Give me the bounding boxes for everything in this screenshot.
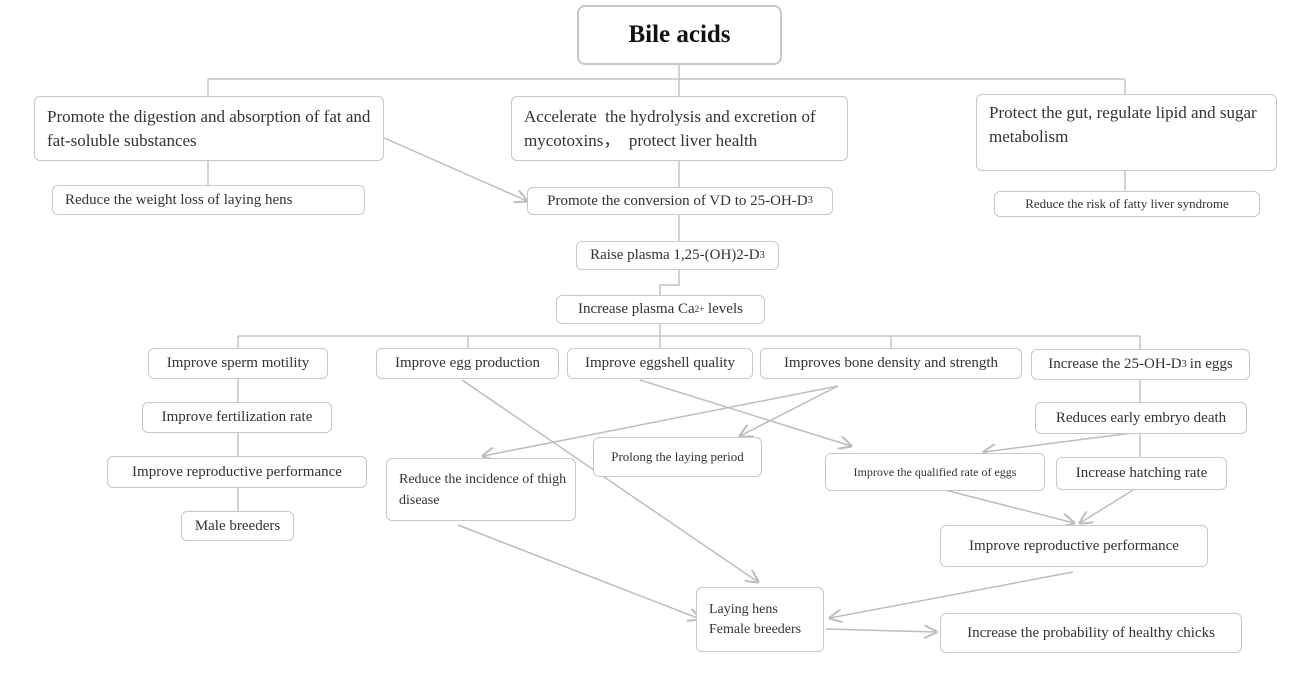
hens-line2: Female breeders bbox=[709, 621, 802, 637]
laying-period-node: Prolong the laying period bbox=[593, 437, 762, 477]
eggshell-quality-node: Improve eggshell quality bbox=[567, 348, 753, 379]
egg-vd-sub: 3 bbox=[1181, 358, 1187, 370]
embryo-death-node: Reduces early embryo death bbox=[1035, 402, 1247, 434]
sperm-motility-node: Improve sperm motility bbox=[148, 348, 328, 379]
benefit-digestion: Promote the digestion and absorption of … bbox=[34, 96, 384, 161]
plasma-vd-sub: 3 bbox=[759, 249, 765, 261]
hens-line1: Laying hens bbox=[709, 601, 778, 617]
root-node: Bile acids bbox=[577, 5, 782, 65]
benefit-gut: Protect the gut, regulate lipid and suga… bbox=[976, 94, 1277, 171]
qualified-eggs-node: Improve the qualified rate of eggs bbox=[825, 453, 1045, 491]
arrow-repro-to-hens bbox=[830, 571, 1074, 618]
plasma-ca-sup: 2+ bbox=[694, 303, 705, 314]
fertilization-node: Improve fertilization rate bbox=[142, 402, 332, 433]
arrow-eggprod-to-hens bbox=[461, 379, 758, 582]
male-breeders-node: Male breeders bbox=[181, 511, 294, 541]
plasma-ca-post: levels bbox=[704, 301, 743, 318]
hatching-rate-node: Increase hatching rate bbox=[1056, 457, 1227, 490]
reproductive-male-node: Improve reproductive performance bbox=[107, 456, 367, 488]
vd-conversion-text: Promote the conversion of VD to 25-OH-D bbox=[547, 192, 808, 209]
weight-loss-node: Reduce the weight loss of laying hens bbox=[52, 185, 365, 215]
arrow-bone-to-laying bbox=[740, 385, 839, 436]
arrow-eggshell-to-qualified bbox=[639, 379, 851, 446]
benefit-mycotoxins: Accelerate the hydrolysis and excretion … bbox=[511, 96, 848, 161]
arrow-embryo-to-qualified bbox=[984, 431, 1141, 452]
reproductive-female-node: Improve reproductive performance bbox=[940, 525, 1208, 567]
fatty-liver-node: Reduce the risk of fatty liver syndrome bbox=[994, 191, 1260, 217]
arrow-hatching-to-repro bbox=[1080, 489, 1134, 523]
egg-vd-post: in eggs bbox=[1189, 356, 1233, 373]
plasma-vd-text: Raise plasma 1,25-(OH)2-D bbox=[590, 247, 760, 264]
egg-production-node: Improve egg production bbox=[376, 348, 559, 379]
arrow-digestion-to-vd bbox=[381, 136, 527, 201]
healthy-chicks-node: Increase the probability of healthy chic… bbox=[940, 613, 1242, 653]
egg-vd-text: Increase the 25-OH-D bbox=[1048, 356, 1182, 373]
thigh-disease-node: Reduce the incidence of thigh disease bbox=[386, 458, 576, 521]
hens-node: Laying hens Female breeders bbox=[696, 587, 824, 652]
arrow-hens-to-chicks bbox=[825, 629, 936, 632]
arrow-bone-to-thigh bbox=[483, 385, 839, 456]
plasma-ca-text: Increase plasma Ca bbox=[578, 301, 695, 318]
connector-plasma-ca bbox=[659, 270, 680, 295]
arrow-thigh-to-hens bbox=[457, 524, 700, 619]
bone-density-node: Improves bone density and strength bbox=[760, 348, 1022, 379]
arrow-qualified-to-repro bbox=[944, 489, 1074, 523]
vd-conversion-sub: 3 bbox=[807, 195, 813, 207]
